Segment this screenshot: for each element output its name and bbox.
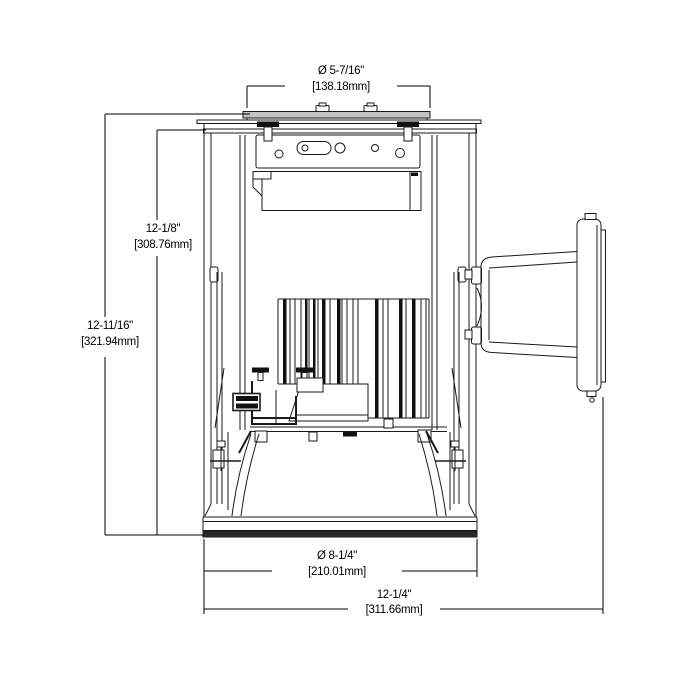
dimension-left-overall-height: 12-11/16" [321.94mm] bbox=[81, 113, 250, 536]
housing-frame bbox=[196, 102, 482, 517]
mounting-plate bbox=[255, 121, 421, 169]
dim-label-overall-width-mm: [311.66mm] bbox=[366, 604, 423, 616]
dimension-left-housing-height: 12-1/8" [308.76mm] bbox=[134, 129, 206, 535]
led-optic-module bbox=[288, 383, 369, 422]
horn-top-edge bbox=[480, 251, 578, 268]
dim-label-left-overall-mm: [321.94mm] bbox=[81, 336, 139, 348]
support-bar bbox=[250, 418, 447, 443]
dim-label-overall-width-inches: 12-1/4" bbox=[377, 589, 412, 601]
heatsink-fins bbox=[277, 298, 430, 419]
dimension-bottom-overall-width: 12-1/4" [311.66mm] bbox=[204, 397, 604, 616]
horn-bottom-edge bbox=[480, 342, 578, 358]
dim-label-top-mm: [138.18mm] bbox=[312, 81, 370, 93]
thumbscrew bbox=[397, 121, 419, 142]
driver-box bbox=[252, 171, 422, 211]
housing-top-band bbox=[203, 128, 477, 134]
dimension-top-diameter: Ø 5-7/16" [138.18mm] bbox=[246, 65, 431, 108]
trim-flange bbox=[202, 516, 478, 538]
side-junction-box bbox=[464, 213, 606, 403]
collar-plate bbox=[242, 111, 431, 119]
wall-clip bbox=[209, 266, 219, 283]
thumbscrew bbox=[257, 121, 279, 142]
dim-label-left-housing-inches: 12-1/8" bbox=[146, 223, 181, 235]
dim-label-aperture-inches: Ø 8-1/4" bbox=[317, 550, 357, 562]
housing-top-lip bbox=[196, 119, 482, 124]
dim-label-left-overall-inches: 12-11/16" bbox=[87, 320, 133, 332]
hanger-hardware bbox=[210, 272, 466, 510]
aiming-mechanism bbox=[232, 367, 324, 425]
dim-label-left-housing-mm: [308.76mm] bbox=[134, 239, 192, 251]
collar-screw bbox=[315, 102, 330, 112]
dim-label-top-inches: Ø 5-7/16" bbox=[318, 65, 364, 77]
dim-label-aperture-mm: [210.01mm] bbox=[308, 566, 366, 578]
collar-screw bbox=[363, 102, 378, 112]
reflector-cone bbox=[231, 433, 447, 517]
dimension-bottom-aperture: Ø 8-1/4" [210.01mm] bbox=[203, 539, 478, 614]
trim-ring-band bbox=[202, 530, 478, 538]
